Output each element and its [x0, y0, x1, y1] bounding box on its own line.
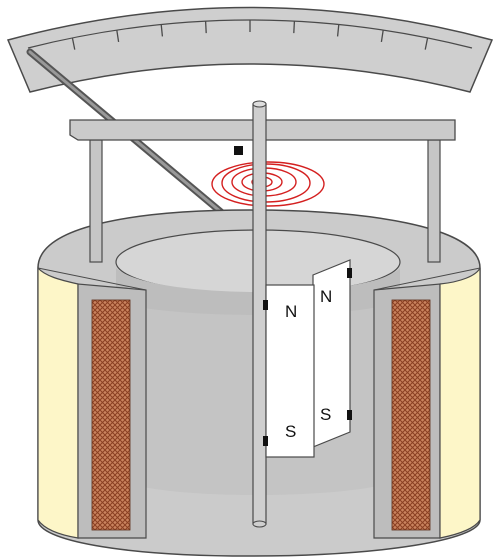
right-support-post: [427, 139, 441, 263]
scale-tick: [424, 37, 429, 50]
left-coil-winding: [91, 299, 131, 531]
spring-anchor: [234, 146, 243, 155]
back-south-label: S: [320, 405, 331, 424]
right-coil: [373, 267, 481, 539]
front-south-label: S: [285, 422, 296, 441]
hairspring: [211, 161, 325, 207]
left-support-post: [89, 139, 103, 263]
scale-ticks: [71, 20, 429, 50]
scale-tick: [116, 29, 120, 43]
scale-arc: [6, 6, 494, 93]
back-north-label: N: [320, 287, 332, 306]
back-magnet-plate: N S: [312, 259, 352, 448]
scale-tick: [380, 29, 384, 43]
front-magnet-plate: N S: [263, 284, 315, 458]
scale-tick: [336, 24, 340, 37]
central-shaft: [252, 103, 267, 525]
scale-tick: [71, 37, 76, 50]
scale-tick: [204, 21, 207, 34]
left-coil: [37, 266, 147, 539]
front-north-label: N: [285, 302, 297, 321]
right-coil-winding: [391, 299, 431, 531]
scale-tick: [160, 24, 164, 37]
scale-tick: [293, 21, 296, 34]
